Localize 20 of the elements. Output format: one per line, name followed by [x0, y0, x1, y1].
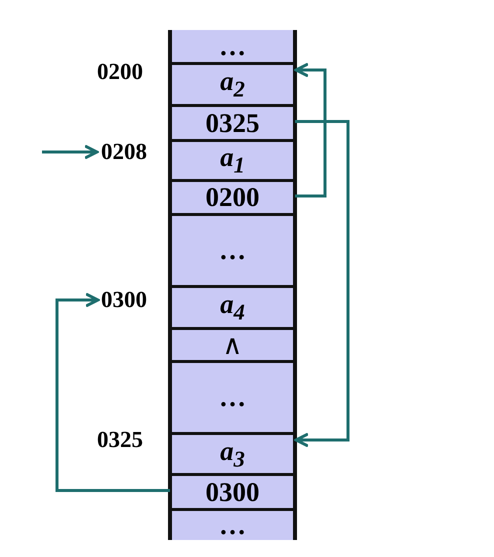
- address-label: 0208: [101, 139, 147, 165]
- memory-cell: …: [172, 30, 293, 62]
- address-label: 0200: [97, 59, 143, 85]
- memory-cell: a$_{1}$: [172, 139, 293, 179]
- address-label: 0300: [101, 287, 147, 313]
- memory-cell: …: [172, 213, 293, 285]
- arrow: [294, 120, 350, 448]
- memory-cell: …: [172, 508, 293, 540]
- arrow: [42, 144, 98, 160]
- memory-cell: 0200: [172, 179, 293, 213]
- memory-cell: a$_{4}$: [172, 285, 293, 327]
- memory-cell: 0325: [172, 104, 293, 139]
- arrow: [56, 292, 170, 492]
- memory-cell: a$_{3}$: [172, 432, 293, 473]
- memory-cell: …: [172, 360, 293, 432]
- memory-cell: ∧: [172, 327, 293, 360]
- memory-cell: a$_{2}$: [172, 62, 293, 104]
- memory-cell: 0300: [172, 473, 293, 508]
- address-label: 0325: [97, 427, 143, 453]
- arrow: [294, 62, 326, 198]
